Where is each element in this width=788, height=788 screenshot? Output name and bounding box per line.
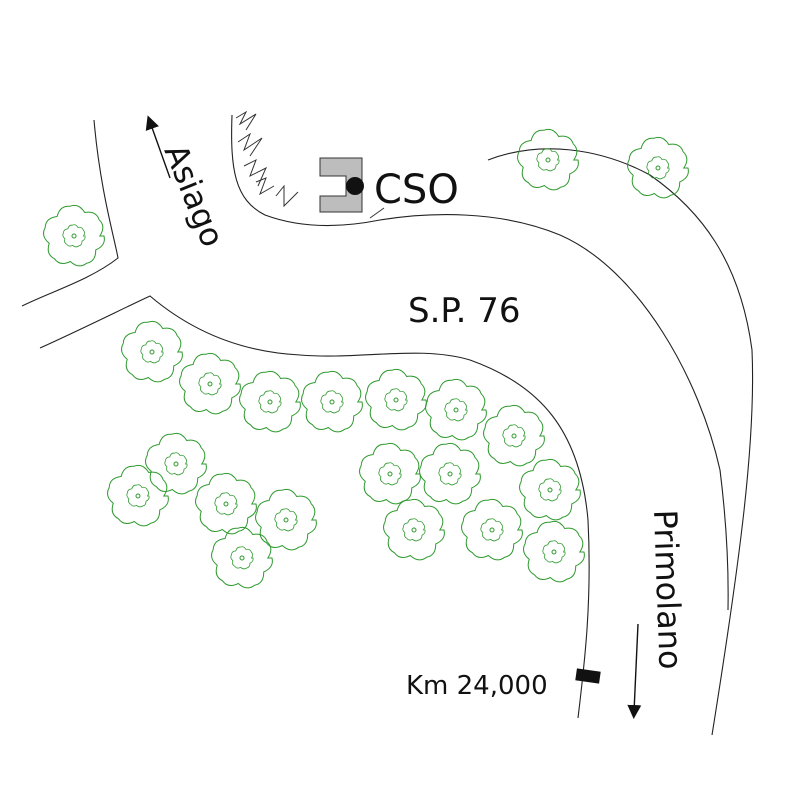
direction-primolano: Primolano (627, 509, 690, 719)
tree-icon (425, 378, 487, 441)
grass-patch (235, 110, 385, 219)
direction-south-label: Primolano (646, 509, 690, 670)
grass-icon (243, 158, 268, 187)
km-marker: Km 24,000 (406, 668, 601, 701)
tree-icon (523, 520, 585, 583)
road-edge-north (231, 114, 729, 611)
tree-icon (107, 464, 169, 527)
tree-icon (195, 472, 257, 535)
tree-icon (255, 488, 317, 551)
arrow-down-icon (627, 623, 642, 719)
km-label: Km 24,000 (406, 671, 548, 701)
tree-icon (517, 128, 579, 191)
direction-asiago: Asiago (145, 115, 232, 252)
tree-icon (627, 136, 689, 199)
tree-icon (211, 526, 273, 589)
direction-north-label: Asiago (157, 139, 232, 252)
station-building-icon (319, 157, 363, 213)
arrow-up-icon (145, 115, 171, 179)
tree-icon (145, 432, 207, 495)
road-network (21, 114, 754, 736)
vegetation (43, 128, 689, 589)
station-label: CSO (374, 167, 459, 213)
tree-icon (519, 458, 581, 521)
tree-icon (483, 404, 545, 467)
tree-icon (365, 368, 427, 431)
road-edge-east (487, 148, 754, 736)
km-marker-icon (575, 668, 601, 684)
grass-icon (255, 177, 275, 196)
tree-icon (121, 320, 183, 383)
road-name-label: S.P. 76 (408, 291, 520, 331)
station-dot-icon (346, 177, 364, 195)
tree-icon (359, 442, 421, 505)
tree-icon (383, 498, 445, 561)
grass-icon (275, 184, 299, 208)
road-edge-west-lower (39, 295, 590, 719)
tree-icon (43, 204, 105, 267)
tree-icon (419, 442, 481, 505)
tree-icon (239, 370, 301, 433)
station-cso: CSO (319, 157, 459, 213)
tree-icon (301, 370, 363, 433)
grass-icon (369, 207, 385, 219)
grass-icon (237, 132, 263, 157)
road-edge-west-upper (21, 119, 119, 307)
tree-icon (461, 498, 523, 561)
tree-icon (179, 352, 241, 415)
grass-icon (235, 110, 257, 131)
